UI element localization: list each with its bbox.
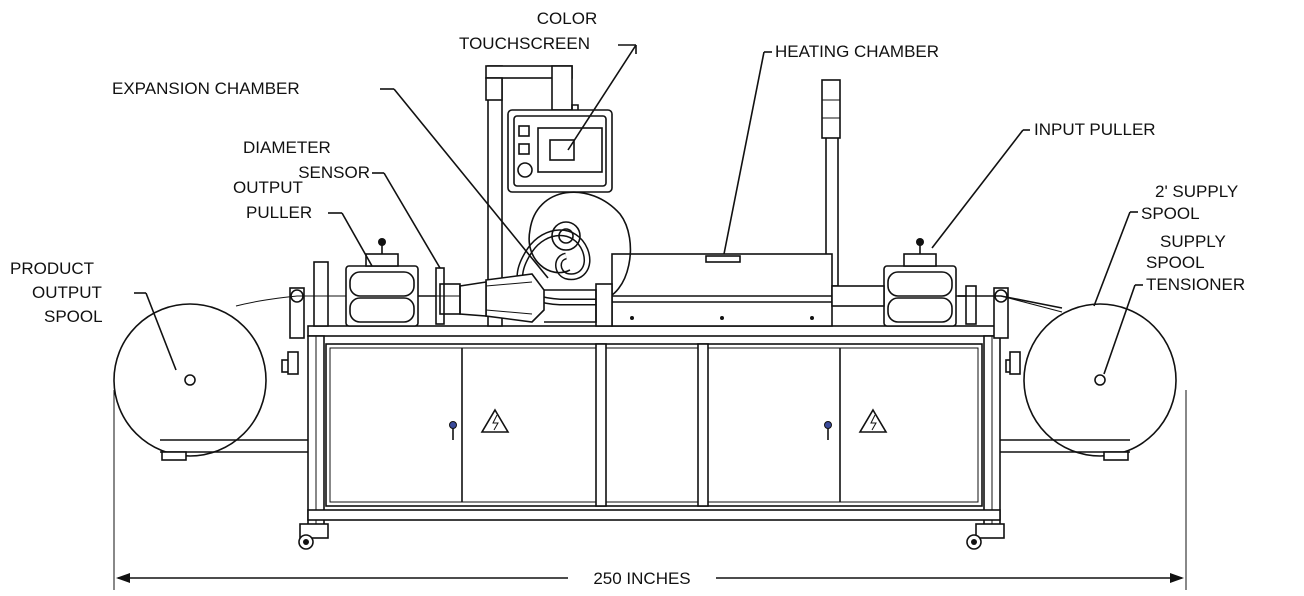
- leader-lines: [134, 44, 1143, 375]
- label-diameter-sensor-line2: SENSOR: [298, 163, 370, 182]
- door-hardware: [449, 408, 888, 440]
- output-puller: [345, 238, 436, 327]
- label-supply-spool-line1: 2' SUPPLY: [1155, 182, 1238, 201]
- color-touchscreen: [507, 109, 613, 193]
- label-product-output-spool-line2: OUTPUT: [32, 283, 102, 302]
- label-product-output-spool-line1: PRODUCT: [10, 259, 94, 278]
- heating-chamber: [611, 253, 833, 327]
- label-product-output-spool-line3: SPOOL: [44, 307, 103, 326]
- label-color-touchscreen-line1: COLOR: [537, 9, 597, 28]
- label-expansion-chamber: EXPANSION CHAMBER: [112, 79, 300, 98]
- label-output-puller-line2: PULLER: [246, 203, 312, 222]
- label-dimension: 250 INCHES: [593, 569, 690, 588]
- label-color-touchscreen-line2: TOUCHSCREEN: [459, 34, 590, 53]
- machine-frame: [287, 325, 1021, 550]
- label-supply-spool-line2: SPOOL: [1141, 204, 1200, 223]
- label-supply-spool-tensioner-line1: SUPPLY: [1160, 232, 1226, 251]
- label-supply-spool-tensioner-line3: TENSIONER: [1146, 275, 1245, 294]
- expansion-chamber: [459, 191, 632, 327]
- input-puller: [831, 238, 957, 327]
- label-heating-chamber: HEATING CHAMBER: [775, 42, 939, 61]
- dimension-line: [113, 390, 1187, 590]
- product-output-spool: [113, 303, 320, 461]
- label-output-puller-line1: OUTPUT: [233, 178, 303, 197]
- supply-spool: [990, 303, 1177, 461]
- filament-path: [235, 295, 1063, 313]
- spool-uprights: [289, 261, 1009, 339]
- signal-post: [821, 79, 841, 287]
- label-input-puller: INPUT PULLER: [1034, 120, 1156, 139]
- label-supply-spool-tensioner-line2: SPOOL: [1146, 253, 1205, 272]
- label-diameter-sensor-line1: DIAMETER: [243, 138, 331, 157]
